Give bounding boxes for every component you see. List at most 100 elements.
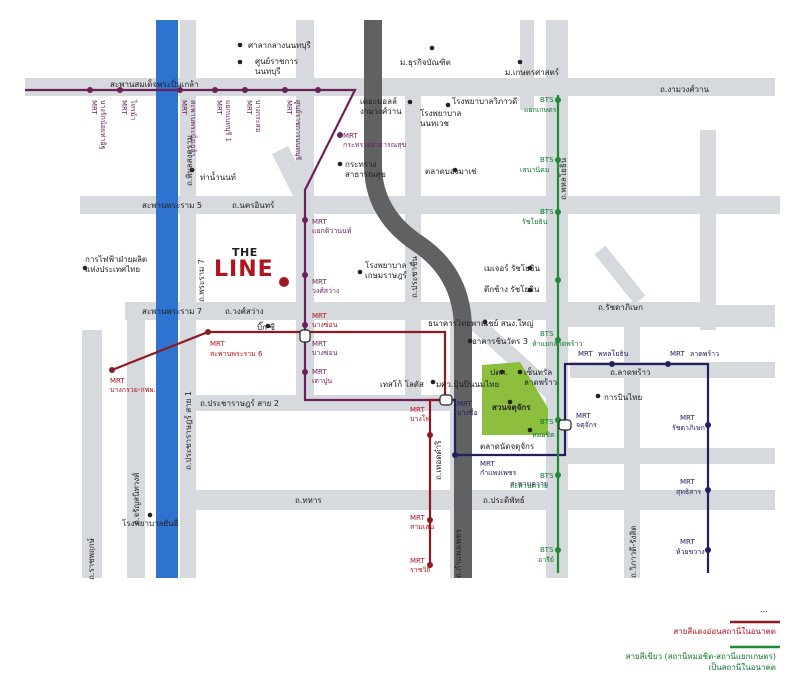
map-legend: ... สายสีแดงอ่อนสถานีในอนาคต สายสีเขียว … — [626, 605, 780, 672]
station-line-label: MRT — [680, 538, 695, 546]
station-line-label: MRT — [90, 100, 98, 115]
station-name-label: ราชวิถี — [410, 566, 431, 574]
station-name-label: รัชดาภิเษก — [672, 424, 705, 432]
road-charansanitwong — [127, 320, 145, 578]
place-label: ลาดพร้าว — [524, 378, 557, 387]
place-label: โรงพยาบาลวิภาวดี — [452, 96, 517, 106]
station-name-label: ลาดพร้าว — [690, 350, 719, 358]
legend-red-label: สายสีแดงอ่อนสถานีในอนาคต — [673, 627, 776, 636]
road-label: ถ.พิบูลสงคราม — [185, 135, 195, 186]
place-label: โรงพยาบาล — [420, 108, 462, 118]
place-label: มศว.ปุ้นปินนมไทย — [436, 380, 499, 389]
road-label: สะพานพระราม 5 — [142, 201, 202, 210]
station-name-label: สะพานควาย — [510, 480, 548, 488]
road-east-1 — [700, 130, 716, 330]
station-name-label: กระทรวงสาธารณสุข — [343, 141, 406, 149]
road-diagonal-east — [594, 245, 646, 305]
station-name-label: หมอชิต — [532, 431, 555, 439]
station-line-label: MRT — [480, 460, 495, 468]
station-line-label: MRT — [680, 478, 695, 486]
place-label-park: สวนจตุจักร — [492, 403, 531, 413]
station-name-label: สามเสน — [410, 523, 434, 531]
station-name-label: ไทรม้า — [129, 99, 138, 121]
place-label: นนทเวช — [420, 119, 449, 128]
place-label: การบินไทย — [604, 393, 642, 402]
project-location-marker — [279, 277, 289, 287]
station-name-label: แยกติวานนท์ — [312, 227, 352, 235]
station-name-label: บางซ่อน — [312, 321, 338, 329]
station-name-label: วงศ์สว่าง — [312, 287, 339, 295]
place-label: แห่งประเทศไทย — [85, 265, 140, 274]
legend-green-label-1: สายสีเขียว (สถานีหมอชิต-สถานีแยกเกษตร) — [626, 652, 776, 661]
road-label: ถ.ประชาราษฎร์ สาย 2 — [200, 398, 279, 408]
station-line-label: MRT — [285, 100, 293, 115]
station-line-label: MRT — [576, 412, 591, 420]
mrt-red-line — [111, 330, 447, 565]
station-line-label: MRT — [410, 514, 425, 522]
station-name-label: ศูนย์ราชการนนทบุรี — [294, 100, 302, 160]
place-label: ม.เกษตรศาสตร์ — [505, 67, 560, 77]
legend-dots: ... — [760, 605, 768, 614]
station-name-label: สะพานพระราม 6 — [210, 350, 263, 358]
station-line-label: MRT — [578, 350, 593, 358]
place-label: ท่าน้ำนนท์ — [200, 171, 236, 182]
station-name-label: กำแพงเพชร — [480, 469, 516, 477]
station-name-label: บางโพ — [410, 414, 431, 423]
chatuchak-park — [482, 362, 548, 435]
station-name-label: รัชโยธิน — [522, 217, 548, 226]
road-label: สะพานพระราม 7 — [142, 307, 202, 316]
station-name-label: บางกระสอ — [254, 100, 262, 132]
place-label: ปตท. — [490, 368, 508, 377]
station-line-label: MRT — [312, 340, 327, 348]
place-label: เซ็นทรัล — [524, 367, 552, 377]
place-label: เมเจอร์ รัชโยธิน — [484, 263, 541, 273]
road-pracharat-1 — [180, 20, 196, 578]
road-label: ถ.นครอินทร์ — [232, 200, 275, 210]
place-label: เดอะมอลล์ — [360, 96, 397, 106]
station-line-label: MRT — [670, 350, 685, 358]
place-label: บิ๊ก ซี — [257, 321, 275, 332]
place-label: ตึกช้าง รัชโยธิน — [484, 284, 540, 294]
place-label: ตลาดนัดจตุจักร — [480, 442, 535, 451]
station-name-label: สุทธิสาร — [676, 488, 701, 496]
station-name-label: สะพานพระนั่งเกล้า — [189, 100, 198, 157]
place-label: ศูนย์ราชการ — [255, 56, 299, 67]
station-line-label: MRT — [245, 100, 253, 115]
road-label: ถ.พหลโยธิน — [558, 157, 568, 200]
station-name-label: แยกนนทบุรี 1 — [224, 100, 232, 142]
road-label: ถ.ทหาร — [295, 496, 322, 505]
station-name-label: แยกเกษตร — [524, 106, 557, 114]
station-line-label: BTS — [540, 330, 554, 338]
road-label: สะพานสมเด็จพระปิ่นเกล้า — [110, 78, 199, 89]
road-label: ถ.จรัญสนิทวงศ์ — [131, 473, 141, 525]
road-label: ถ.ลาดพร้าว — [610, 368, 651, 377]
station-line-label: MRT — [210, 340, 225, 348]
interchange-chatuchak — [558, 419, 572, 431]
place-label: เกษมราษฎร์ — [365, 270, 408, 280]
station-name-label: บางซ่อน — [312, 349, 338, 357]
place-label: การไฟฟ้าฝ่ายผลิต — [85, 255, 147, 264]
canal-waterway — [156, 20, 178, 578]
station-line-label: BTS — [540, 156, 554, 164]
station-line-label: BTS — [540, 96, 554, 104]
logo-the: THE — [232, 246, 258, 259]
station-line-label: BTS — [540, 208, 554, 216]
station-line-label: MRT — [680, 414, 695, 422]
station-line-label: MRT — [410, 406, 425, 414]
place-label: ตลาดบองมาเช่ — [425, 167, 477, 176]
station-name-label: ห้วยขวาง — [676, 548, 705, 556]
road-label: ถ.ประชาชื่น — [408, 256, 419, 298]
interchange-bangsue — [439, 394, 453, 406]
station-name-label: ห้าแยกลาดพร้าว — [532, 340, 582, 348]
project-logo: THE LINE — [214, 246, 273, 282]
road-labels: สะพานสมเด็จพระปิ่นเกล้า ถ.งามวงศ์วาน สะพ… — [86, 78, 710, 580]
station-line-label: MRT — [215, 100, 223, 115]
road-ratchada-east — [560, 305, 775, 327]
road-label: ถ.ราชพฤกษ์ — [86, 538, 96, 580]
station-dots — [87, 87, 343, 375]
place-label: งามวงศ์วาน — [360, 106, 402, 116]
place-label: เทสโก้ โลตัส — [380, 379, 424, 389]
place-label: ศาลากลางนนทบุรี — [248, 41, 311, 50]
road-ladprao — [570, 362, 775, 378]
station-line-label: MRT — [120, 100, 128, 115]
